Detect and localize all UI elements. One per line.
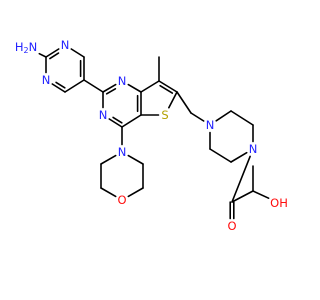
- molecule-structure: H2N N N N N S N O N N O OH: [15, 38, 288, 233]
- bond-line-6: [64, 79, 85, 93]
- bond-line-40: [252, 190, 270, 199]
- bond-line-38: [231, 190, 254, 203]
- thienopyrimidine-n3-label: N: [118, 74, 127, 88]
- bond-line-7: [51, 83, 66, 93]
- bond-line-2: [49, 52, 60, 60]
- bond-line-30: [230, 110, 254, 126]
- amino-group-label: H2N: [15, 40, 37, 55]
- bond-line-20: [140, 80, 160, 93]
- bond-line-27: [176, 91, 192, 114]
- bond-line-22: [159, 84, 174, 94]
- bond-line-8: [55, 81, 66, 89]
- bond-line-21: [158, 80, 178, 93]
- morpholine-nitrogen-label: N: [118, 145, 127, 159]
- bond-line-1: [45, 48, 60, 58]
- bond-line-17: [108, 118, 123, 128]
- bond-line-23: [168, 91, 178, 109]
- bond-line-41: [127, 154, 144, 165]
- piperazine-n4-label: N: [249, 142, 258, 156]
- hydroxyl-group-label: OH: [270, 196, 288, 210]
- bond-line-35: [231, 155, 251, 203]
- thienopyrimidine-n1-label: N: [99, 108, 108, 122]
- thiophene-sulfur-label: S: [161, 108, 168, 122]
- piperazine-n1-label: N: [206, 118, 215, 132]
- bond-line-0: [38, 52, 47, 58]
- atom-label-layer: H2N N N N N S N O N N O OH: [15, 38, 288, 233]
- bond-line-13: [127, 83, 142, 93]
- bond-line-43: [127, 187, 144, 198]
- bond-line-10: [83, 79, 104, 93]
- bond-line-28: [190, 112, 205, 122]
- bond-line-12: [105, 88, 117, 95]
- bond-line-33: [209, 148, 232, 163]
- bond-layer: [38, 48, 270, 220]
- bond-line-46: [100, 154, 117, 165]
- bond-line-3: [70, 48, 85, 58]
- bond-line-11: [102, 83, 117, 93]
- aminopyrimidine-n3-label: N: [61, 38, 70, 52]
- aminopyrimidine-n1-label: N: [42, 73, 51, 87]
- morpholine-oxygen-label: O: [117, 193, 126, 207]
- bond-line-32: [230, 151, 248, 163]
- bond-line-44: [100, 187, 117, 198]
- carbonyl-oxygen-label: O: [227, 219, 236, 233]
- bond-line-29: [215, 110, 232, 122]
- bond-line-18: [112, 116, 123, 124]
- bond-line-16: [121, 114, 142, 128]
